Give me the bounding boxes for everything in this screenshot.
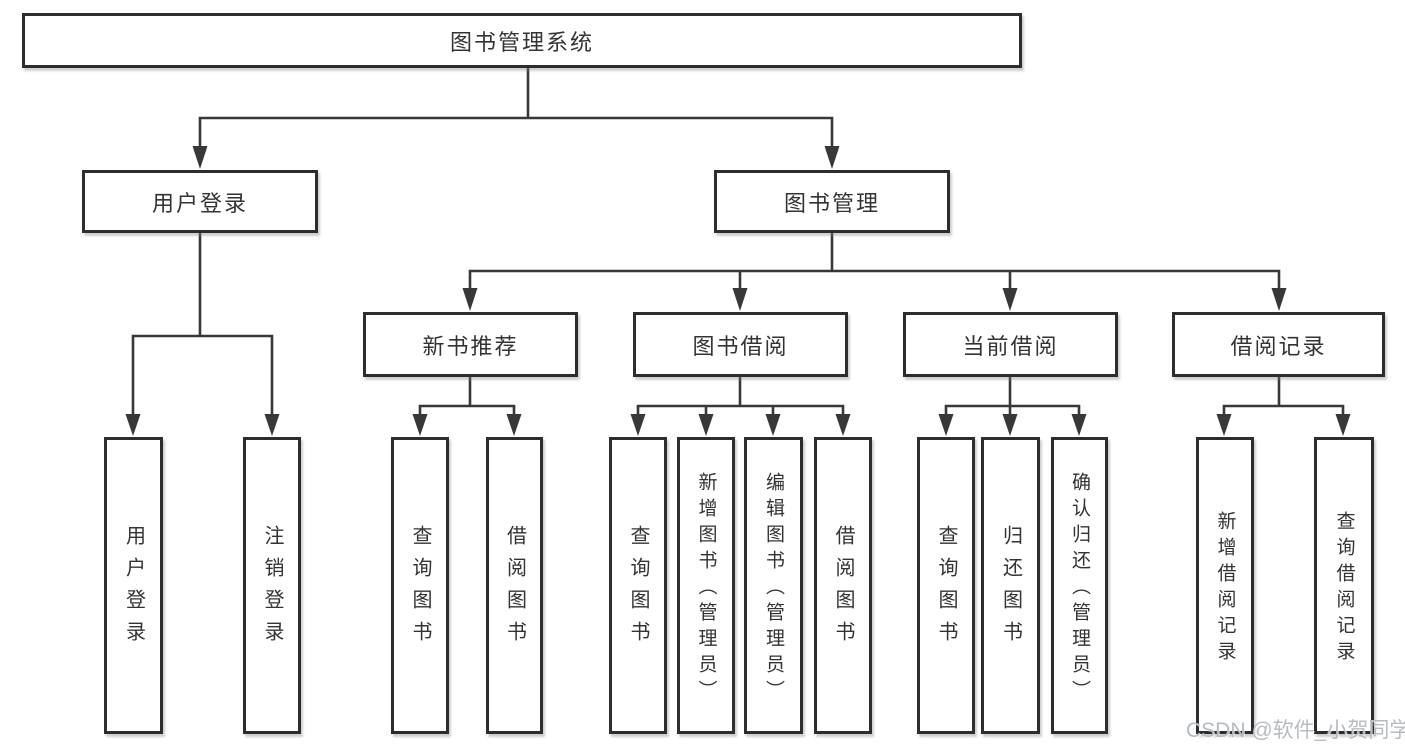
leaf-borrow-books: 借阅图书 xyxy=(814,437,872,734)
connector-new-book-recommend-to-leaves xyxy=(412,377,522,436)
leaf-query-books-current: 查询图书 xyxy=(917,437,975,734)
leaf-confirm-return-admin: 确认归还（管理员） xyxy=(1051,437,1108,734)
node-book-management: 图书管理 xyxy=(714,170,950,233)
connector-root-to-level2 xyxy=(192,68,840,169)
connector-book-management-to-level3 xyxy=(462,233,1287,311)
leaf-query-books-borrow: 查询图书 xyxy=(609,437,667,734)
leaf-query-books-recommend: 查询图书 xyxy=(391,437,449,734)
node-new-book-recommend: 新书推荐 xyxy=(363,312,578,377)
connector-borrow-records-to-leaves xyxy=(1216,377,1351,436)
leaf-logout: 注销登录 xyxy=(243,437,301,734)
leaf-query-borrow-record: 查询借阅记录 xyxy=(1314,437,1374,734)
csdn-watermark: CSDN @软件_小贺同学 xyxy=(1186,719,1405,742)
node-current-borrow: 当前借阅 xyxy=(903,312,1118,377)
connector-book-borrow-to-leaves xyxy=(630,377,851,436)
node-book-borrow: 图书借阅 xyxy=(633,312,848,377)
node-user-login: 用户登录 xyxy=(82,170,318,233)
leaf-return-books: 归还图书 xyxy=(981,437,1040,734)
leaf-borrow-books-recommend: 借阅图书 xyxy=(486,437,543,734)
leaf-add-books-admin: 新增图书（管理员） xyxy=(677,437,735,734)
connector-current-borrow-to-leaves xyxy=(938,377,1087,436)
leaf-user-login: 用户登录 xyxy=(104,437,163,734)
leaf-edit-books-admin: 编辑图书（管理员） xyxy=(744,437,803,734)
leaf-add-borrow-record: 新增借阅记录 xyxy=(1196,437,1254,734)
node-borrow-records: 借阅记录 xyxy=(1172,312,1385,377)
connector-user-login-to-leaves xyxy=(125,233,280,436)
node-root-library-management-system: 图书管理系统 xyxy=(22,13,1022,68)
